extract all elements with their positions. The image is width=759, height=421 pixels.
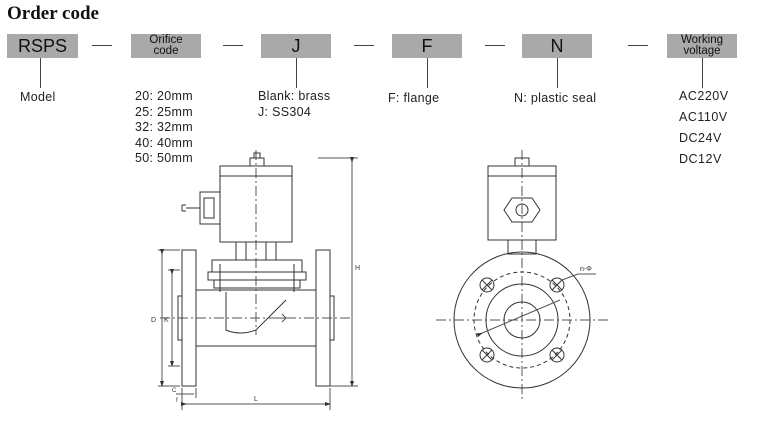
leader-line-connection — [427, 58, 428, 88]
code-model-text: RSPS — [17, 35, 68, 56]
dim-label-c: C — [172, 388, 177, 394]
code-seal-text: N — [550, 35, 564, 56]
code-box-model: RSPS — [7, 34, 78, 58]
front-view — [436, 150, 610, 400]
voltage-options-list: AC220V AC110V DC24V DC12V — [679, 86, 729, 170]
label-seal: N: plastic seal — [514, 91, 597, 105]
leader-line-material — [296, 58, 297, 88]
code-orifice-line1: Orifice — [149, 34, 183, 46]
voltage-option: DC24V — [679, 131, 722, 145]
material-option: Blank: brass — [258, 89, 331, 103]
material-option: J: SS304 — [258, 104, 312, 119]
code-box-connection: F — [392, 34, 462, 58]
leader-line-seal — [557, 58, 558, 88]
separator-dash — [92, 45, 112, 46]
orifice-options-list: 20: 20mm 25: 25mm 32: 32mm 40: 40mm 50: … — [135, 89, 193, 167]
label-connection: F: flange — [388, 91, 440, 105]
orifice-option: 40: 40mm — [135, 135, 193, 150]
orifice-option: 20: 20mm — [135, 89, 193, 103]
voltage-option: AC110V — [679, 110, 728, 124]
separator-dash — [354, 45, 374, 46]
code-box-seal: N — [522, 34, 592, 58]
code-voltage-line1: Working — [681, 34, 723, 46]
code-connection-text: F — [421, 35, 433, 56]
code-box-voltage: Working voltage — [667, 34, 737, 58]
code-box-material: J — [261, 34, 331, 58]
code-material-text: J — [291, 35, 301, 56]
code-voltage-line2: voltage — [683, 45, 721, 57]
voltage-option: AC220V — [679, 89, 729, 103]
leader-line-voltage — [702, 58, 703, 88]
dim-label-bolt-holes: n-Φ — [580, 266, 592, 273]
voltage-option: DC12V — [679, 152, 722, 166]
leader-line-model — [40, 58, 41, 88]
code-box-orifice: Orifice code — [131, 34, 201, 58]
separator-dash — [485, 45, 505, 46]
material-options-list: Blank: brass J: SS304 — [258, 89, 330, 120]
side-view — [158, 150, 358, 410]
separator-dash — [628, 45, 648, 46]
separator-dash — [223, 45, 243, 46]
orifice-option: 25: 25mm — [135, 104, 193, 119]
dim-label-l: L — [254, 396, 258, 403]
dim-label-d: D — [151, 317, 156, 324]
orifice-option: 50: 50mm — [135, 151, 193, 165]
code-orifice-line2: code — [153, 45, 179, 57]
dim-label-k: K — [164, 317, 169, 324]
page-title: Order code — [7, 3, 99, 24]
dim-label-h: H — [355, 265, 360, 272]
orifice-option: 32: 32mm — [135, 120, 193, 134]
dim-label-f: f — [176, 398, 178, 404]
label-model: Model — [20, 90, 56, 104]
